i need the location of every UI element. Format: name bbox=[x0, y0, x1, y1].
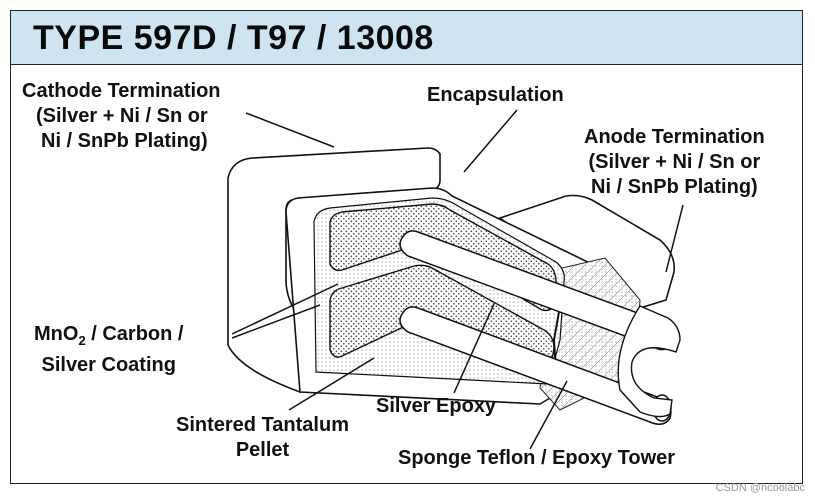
watermark: CSDN @hcoolabc bbox=[715, 482, 805, 494]
leader-cathode-termination bbox=[245, 112, 335, 148]
label-sponge-teflon: Sponge Teflon / Epoxy Tower bbox=[398, 447, 676, 469]
diagram-title: TYPE 597D / T97 / 13008 bbox=[33, 19, 434, 57]
label-mno2-line-2: Silver Coating bbox=[41, 354, 176, 376]
label-anode-termination: Anode Termination (Silver + Ni / Sn or N… bbox=[584, 125, 765, 200]
anode-end-cap bbox=[617, 305, 681, 418]
mno2-subscript: 2 bbox=[78, 333, 86, 348]
label-cathode-line-2: (Silver + Ni / Sn or bbox=[36, 105, 208, 127]
leader-mno2-upper bbox=[231, 283, 339, 335]
label-cathode-line-1: Cathode Termination bbox=[22, 80, 221, 102]
anode-termination-block bbox=[498, 194, 676, 309]
label-encapsulation: Encapsulation bbox=[427, 84, 564, 106]
label-cathode-line-3: Ni / SnPb Plating) bbox=[41, 130, 208, 152]
leader-lines bbox=[231, 109, 684, 450]
label-pellet-line-2: Pellet bbox=[235, 439, 290, 461]
leader-silver-epoxy bbox=[453, 303, 495, 394]
mno2-formula: MnO bbox=[34, 323, 79, 345]
label-anode-line-2: (Silver + Ni / Sn or bbox=[588, 151, 761, 173]
label-sintered-pellet: Sintered Tantalum Pellet bbox=[176, 413, 349, 463]
label-mno2-line-1: MnO2 / Carbon / bbox=[34, 322, 183, 353]
leader-anode-termination bbox=[665, 204, 684, 273]
label-anode-line-1: Anode Termination bbox=[584, 126, 765, 148]
title-bar: TYPE 597D / T97 / 13008 bbox=[11, 11, 802, 65]
leader-encapsulation bbox=[463, 109, 518, 173]
label-silver-epoxy: Silver Epoxy bbox=[376, 395, 497, 417]
diagram-frame: TYPE 597D / T97 / 13008 bbox=[10, 10, 803, 484]
label-pellet-line-1: Sintered Tantalum bbox=[176, 414, 349, 436]
label-cathode-termination: Cathode Termination (Silver + Ni / Sn or… bbox=[22, 79, 221, 154]
label-mno2-coating: MnO2 / Carbon / Silver Coating bbox=[34, 322, 183, 378]
mno2-suffix: / Carbon / bbox=[85, 323, 184, 345]
leader-teflon-tower bbox=[529, 380, 568, 450]
leader-sintered-pellet bbox=[288, 357, 375, 411]
label-anode-line-3: Ni / SnPb Plating) bbox=[591, 176, 758, 198]
leader-mno2-lower bbox=[231, 304, 321, 339]
